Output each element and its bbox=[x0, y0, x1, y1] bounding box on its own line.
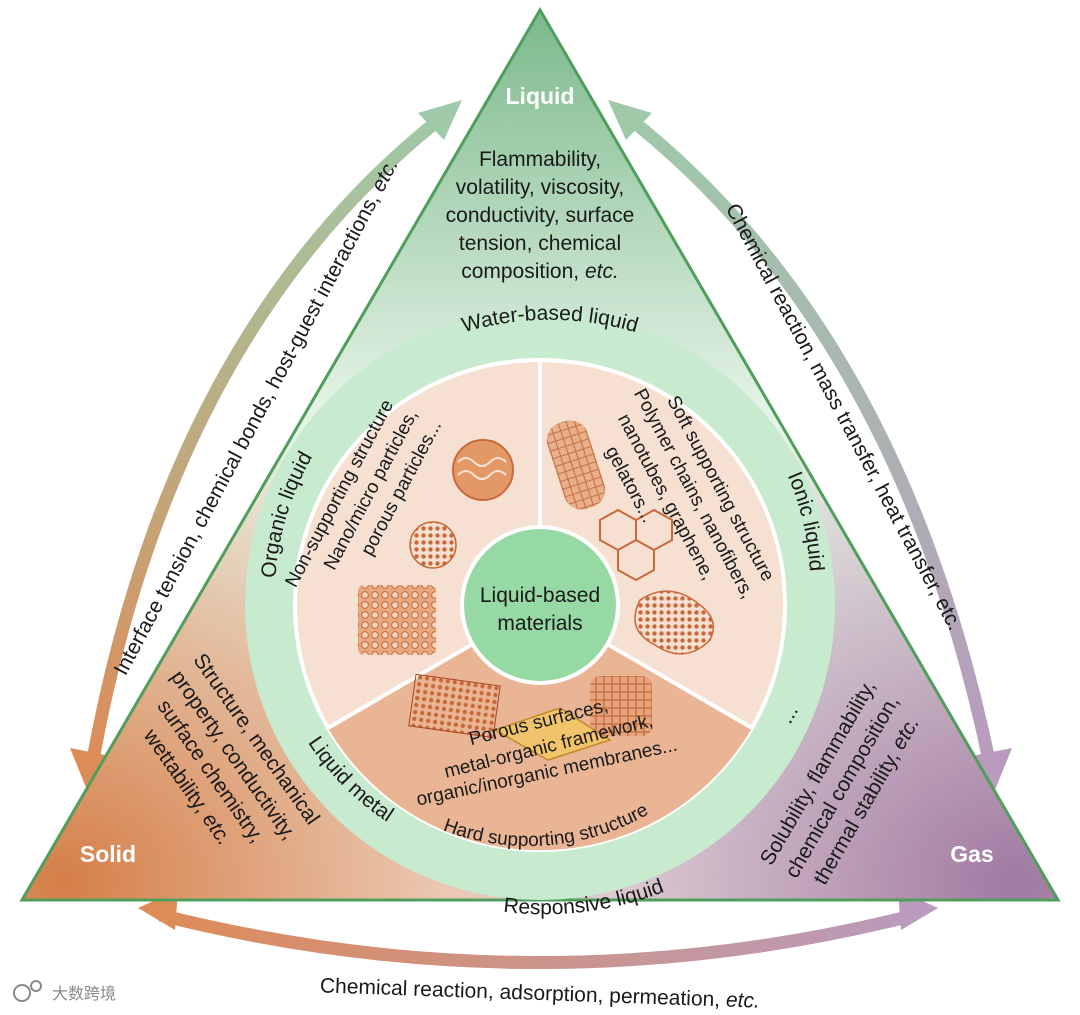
liquid-property-line: tension, chemical bbox=[459, 232, 621, 255]
edge-arrows bbox=[70, 100, 1012, 969]
watermark-logo-icon-dot bbox=[30, 980, 42, 992]
wavy-particle-image bbox=[452, 439, 514, 501]
solid-vertex-label: Solid bbox=[80, 841, 136, 867]
left-arrowhead-top bbox=[418, 100, 462, 140]
graphene-image bbox=[599, 508, 673, 582]
left-arrowhead-bottom bbox=[70, 748, 110, 790]
material-rings bbox=[245, 310, 835, 900]
liquid-property-line: conductivity, surface bbox=[446, 204, 635, 227]
solid-gas-interaction-text: Chemical reaction, adsorption, permeatio… bbox=[320, 974, 721, 1011]
nanotube-image bbox=[546, 420, 606, 510]
center-label-line: Liquid-based bbox=[480, 584, 600, 607]
right-edge-arrow bbox=[620, 109, 997, 767]
liquid-property-line: composition, etc. bbox=[461, 260, 619, 283]
center-circle bbox=[460, 525, 620, 685]
wavy-particle-texture bbox=[457, 457, 507, 480]
right-arrowhead-top bbox=[608, 100, 652, 140]
watermark-logo-icon bbox=[13, 984, 31, 1002]
liquid-property-line: volatility, viscosity, bbox=[456, 176, 624, 199]
watermark: 大数跨境 bbox=[13, 980, 116, 1003]
framework-grid-image bbox=[590, 676, 652, 736]
gas-vertex-label: Gas bbox=[950, 841, 993, 867]
material-illustrations bbox=[358, 420, 715, 761]
membrane-image bbox=[493, 707, 612, 761]
solid-gas-interaction-etc: etc. bbox=[726, 989, 761, 1013]
porous-particle-image bbox=[409, 521, 457, 569]
right-arrowhead-bottom bbox=[972, 748, 1012, 790]
bottom-edge-arrow bbox=[158, 908, 917, 969]
center-label-line: materials bbox=[497, 612, 582, 635]
liquid-properties: Flammability, volatility, viscosity, con… bbox=[446, 148, 635, 283]
porous-surface-image bbox=[408, 673, 501, 739]
solid-gas-interaction-label: Chemical reaction, adsorption, permeatio… bbox=[320, 974, 761, 1012]
liquid-property-etc: etc. bbox=[585, 260, 619, 283]
porous-block-image bbox=[358, 585, 436, 655]
liquid-property-line-text: composition, bbox=[461, 260, 579, 283]
liquid-vertex-label: Liquid bbox=[506, 83, 575, 109]
liquid-property-line: Flammability, bbox=[479, 148, 601, 171]
watermark-text: 大数跨境 bbox=[52, 984, 116, 1003]
left-edge-arrow bbox=[85, 109, 450, 767]
fiber-bundle-image bbox=[634, 590, 715, 655]
